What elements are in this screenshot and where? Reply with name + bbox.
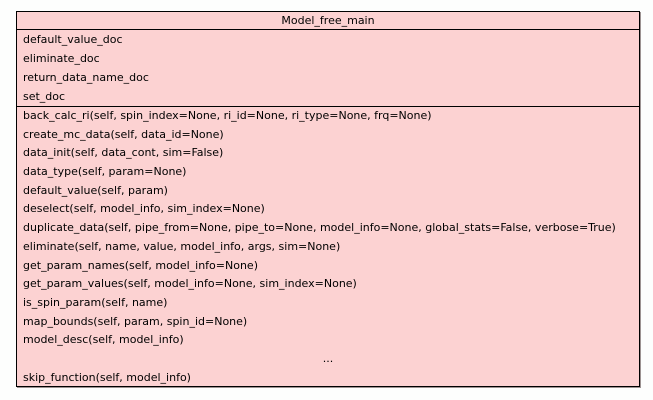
attribute-item: default_value_doc — [23, 33, 123, 46]
method-item: data_type(self, param=None) — [23, 165, 187, 179]
methods-ellipsis: ... — [322, 351, 334, 365]
method-item: data_init(self, data_cont, sim=False) — [23, 146, 224, 160]
class-title: Model_free_main — [17, 12, 639, 30]
method-item: eliminate(self, name, value, model_info,… — [23, 239, 341, 253]
method-item: default_value(self, param) — [23, 183, 168, 197]
attribute-item: return_data_name_doc — [23, 71, 149, 84]
uml-class-box: Model_free_main default_value_doc elimin… — [16, 11, 640, 387]
attribute-item: set_doc — [23, 90, 66, 103]
method-item: back_calc_ri(self, spin_index=None, ri_i… — [23, 109, 432, 122]
method-item: duplicate_data(self, pipe_from=None, pip… — [23, 221, 616, 235]
method-item: get_param_names(self, model_info=None) — [23, 258, 258, 272]
methods-compartment: back_calc_ri(self, spin_index=None, ri_i… — [17, 107, 639, 387]
attributes-compartment: default_value_doc eliminate_doc return_d… — [17, 30, 639, 107]
method-item: skip_function(self, model_info) — [23, 370, 191, 384]
method-item: map_bounds(self, param, spin_id=None) — [23, 314, 248, 328]
attribute-item: eliminate_doc — [23, 52, 100, 65]
method-item: create_mc_data(self, data_id=None) — [23, 127, 224, 141]
method-item: get_param_values(self, model_info=None, … — [23, 277, 357, 291]
method-item: model_desc(self, model_info) — [23, 333, 184, 347]
method-item: deselect(self, model_info, sim_index=Non… — [23, 202, 265, 216]
method-item: is_spin_param(self, name) — [23, 295, 168, 309]
